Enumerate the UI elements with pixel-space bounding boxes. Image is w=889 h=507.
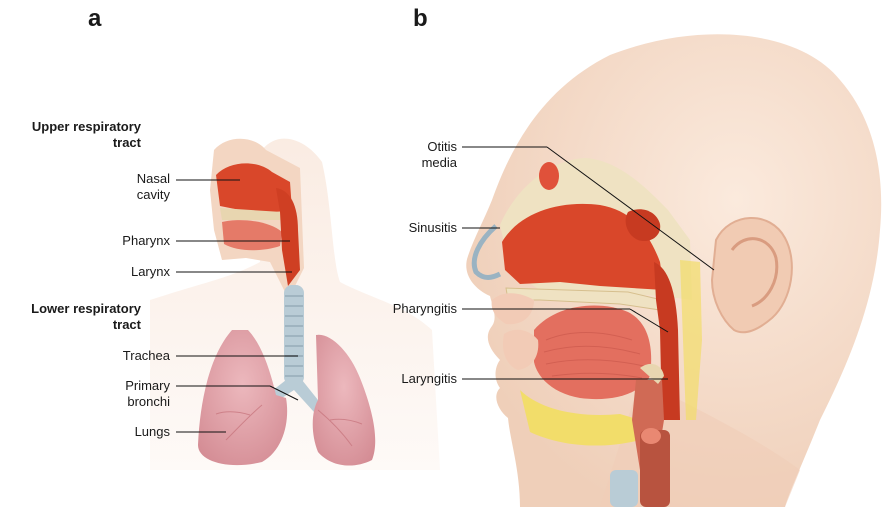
upper-header-line-1: Upper respiratory [32,119,141,135]
label-primary-bronchi: Primary bronchi [125,378,170,410]
label-lungs: Lungs [135,424,170,440]
upper-respiratory-header: Upper respiratory tract [32,119,141,151]
lower-header-line-2: tract [31,317,141,333]
frontal-sinus-shape [539,162,559,190]
label-larynx: Larynx [131,264,170,280]
lower-header-line-1: Lower respiratory [31,301,141,317]
panel-letter-a: a [88,5,101,33]
upper-header-line-2: tract [32,135,141,151]
otitis-media-line-2: media [422,155,457,171]
primary-bronchi-line-1: Primary [125,378,170,394]
label-nasal-cavity: Nasal cavity [137,171,170,203]
label-trachea: Trachea [123,348,170,364]
label-laryngitis: Laryngitis [401,371,457,387]
nasal-cavity-line-1: Nasal [137,171,170,187]
otitis-media-line-1: Otitis [422,139,457,155]
primary-bronchi-line-2: bronchi [125,394,170,410]
label-pharyngitis: Pharyngitis [393,301,457,317]
label-sinusitis: Sinusitis [409,220,457,236]
nasal-cavity-line-2: cavity [137,187,170,203]
cricoid-ring [641,428,661,444]
esophagus-shape [610,470,638,507]
lower-respiratory-header: Lower respiratory tract [31,301,141,333]
label-otitis-media: Otitis media [422,139,457,171]
panel-b-figure [466,34,881,507]
panel-letter-b: b [413,5,428,33]
label-pharynx: Pharynx [122,233,170,249]
